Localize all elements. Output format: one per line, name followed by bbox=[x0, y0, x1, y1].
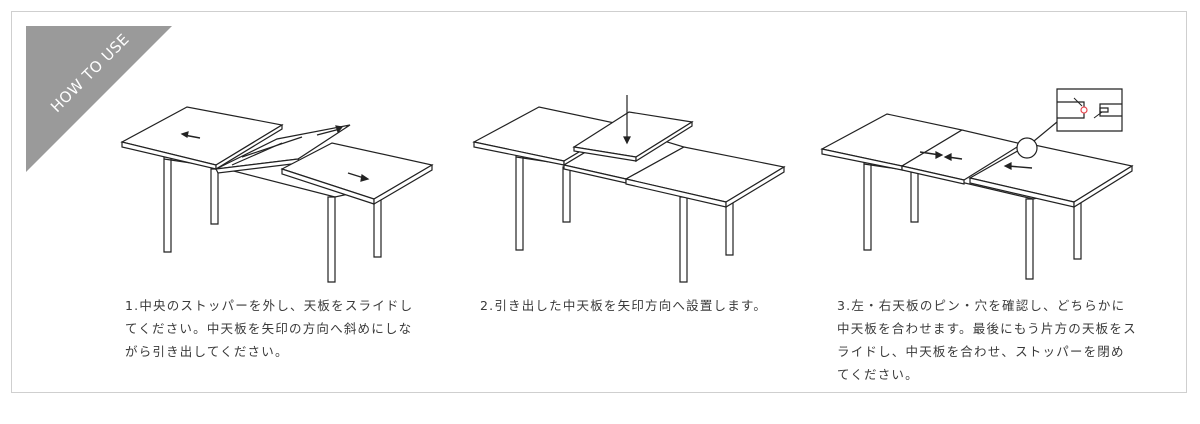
step-3-illustration bbox=[812, 74, 1142, 284]
step-2-illustration bbox=[464, 87, 794, 287]
down-arrow bbox=[624, 95, 630, 143]
middle-panel-tilted bbox=[216, 125, 350, 173]
banner-triangle bbox=[26, 26, 172, 172]
table-legs bbox=[164, 157, 381, 282]
right-tabletop bbox=[626, 147, 784, 207]
step-1-illustration bbox=[112, 97, 442, 287]
detail-callout bbox=[1016, 89, 1122, 159]
step-1-text: 1.中央のストッパーを外し、天板をスライドしてください。中天板を矢印の方向へ斜め… bbox=[125, 298, 414, 359]
left-tabletop bbox=[122, 107, 282, 169]
right-tabletop bbox=[282, 143, 432, 204]
step-3-text: 3.左・右天板のピン・穴を確認し、どちらかに中天板を合わせます。最後にもう片方の… bbox=[837, 298, 1137, 382]
table-legs bbox=[864, 162, 1081, 279]
middle-panel-raised bbox=[574, 112, 692, 161]
how-to-use-banner: HOW TO USE bbox=[12, 12, 172, 172]
middle-tabletop bbox=[902, 130, 1022, 184]
right-tabletop bbox=[970, 144, 1132, 207]
step-2-text: 2.引き出した中天板を矢印方向へ設置します。 bbox=[480, 298, 768, 313]
how-to-use-panel: HOW TO USE bbox=[11, 11, 1187, 393]
